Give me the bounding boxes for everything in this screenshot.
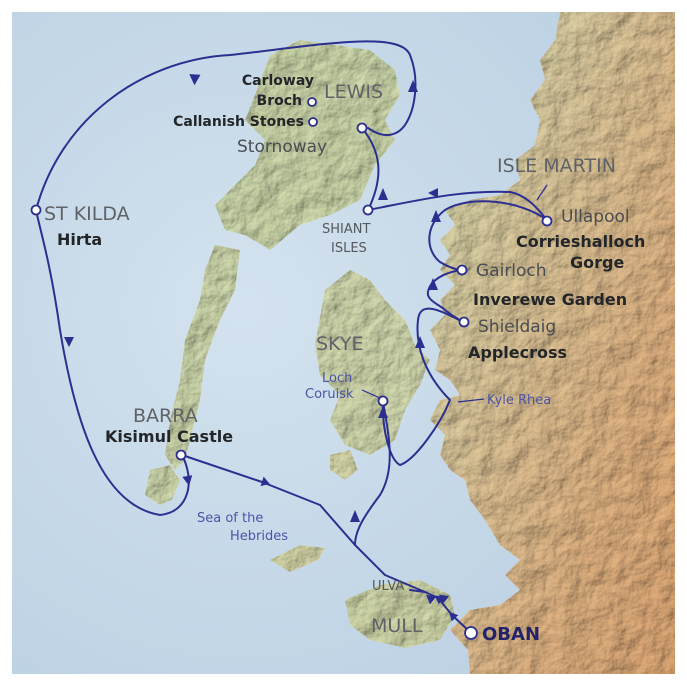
- gairloch-marker: [456, 264, 468, 276]
- loch-coruisk-marker: [377, 395, 389, 407]
- loch-coruisk-label-1: Loch: [322, 371, 352, 386]
- shieldaig-label: Shieldaig: [478, 317, 556, 337]
- route-ulva: [409, 589, 426, 593]
- arrow-hebrides: [260, 476, 270, 487]
- carloway-label-1: Carloway: [242, 73, 314, 89]
- skye-island: [315, 270, 430, 455]
- callanish-marker: [308, 117, 318, 127]
- route-stkilda-lewis: [35, 40, 417, 211]
- arrow-stkilda-south: [64, 337, 74, 347]
- mull-label: MULL: [371, 615, 423, 637]
- lewis-harris: [215, 40, 400, 250]
- ullapool-label: Ullapool: [561, 207, 630, 227]
- route-sea-hebrides: [181, 454, 426, 593]
- barra-island: [145, 465, 180, 505]
- arrow-ullapool-west: [428, 188, 438, 198]
- stornoway-label: Stornoway: [237, 137, 327, 157]
- skye-label: SKYE: [316, 333, 363, 355]
- coll-tiree: [270, 545, 325, 572]
- carloway-label-2: Broch: [257, 93, 302, 109]
- isle-martin-label: ISLE MARTIN: [497, 155, 616, 177]
- arrow-shiant-up: [378, 188, 388, 200]
- hirta-label: Hirta: [57, 230, 102, 249]
- applecross-label: Applecross: [468, 343, 567, 362]
- mainland: [430, 12, 675, 674]
- corrieshalloch-label-2: Gorge: [570, 253, 624, 272]
- barra-marker: [175, 449, 187, 461]
- oban-label: OBAN: [482, 624, 540, 645]
- arrow-lewis-up: [408, 80, 418, 92]
- small-isles: [330, 450, 358, 480]
- leader-lines: [361, 184, 548, 403]
- arrow-applecross-up: [415, 336, 425, 348]
- kyle-rhea-label: Kyle Rhea: [487, 393, 551, 408]
- arrow-north-1: [189, 74, 201, 86]
- gairloch-label: Gairloch: [476, 261, 547, 281]
- isle-martin-leader: [536, 184, 548, 201]
- ullapool-marker: [541, 215, 553, 227]
- oban-marker: [464, 626, 478, 640]
- shieldaig-marker: [458, 316, 470, 328]
- loch-coruisk-leader: [361, 389, 381, 399]
- arrow-shieldaig-up: [428, 278, 438, 290]
- port-markers: [30, 97, 553, 640]
- ulva-label: ULVA: [372, 579, 404, 594]
- st-kilda-label: ST KILDA: [44, 203, 130, 225]
- sea-hebrides-label-2: Hebrides: [230, 529, 288, 544]
- route-shiant-ullapool: [367, 190, 548, 221]
- kyle-rhea-leader: [457, 398, 485, 403]
- shiant-label-1: SHIANT: [322, 222, 370, 237]
- lewis-label: LEWIS: [324, 81, 383, 103]
- arrow-ulva-in: [426, 594, 437, 605]
- route-skye-south: [354, 401, 391, 546]
- sea-hebrides-label-1: Sea of the: [197, 511, 263, 526]
- arrow-barra-loop: [182, 475, 193, 486]
- map-labels: Carloway Broch Callanish Stones LEWIS St…: [44, 73, 645, 645]
- route-shieldaig-kylerhea: [381, 307, 464, 466]
- corrieshalloch-label-1: Corrieshalloch: [516, 232, 645, 251]
- kisimul-label: Kisimul Castle: [105, 427, 233, 446]
- arrow-ulva-out: [438, 594, 450, 605]
- arrow-gairloch-up: [431, 210, 441, 222]
- arrow-sea-up: [350, 510, 360, 522]
- st-kilda-marker: [30, 204, 42, 216]
- arrow-skye-up: [378, 406, 388, 418]
- callanish-label: Callanish Stones: [173, 114, 304, 130]
- barra-label: BARRA: [133, 405, 198, 427]
- route-ullapool-gairloch: [428, 200, 548, 271]
- shiant-label-2: ISLES: [331, 241, 367, 256]
- route-arrows: [64, 74, 450, 605]
- route-oban-ulva: [424, 591, 472, 634]
- carloway-marker: [307, 97, 317, 107]
- route-barra-stkilda: [35, 209, 190, 516]
- route-stornoway-shiant: [361, 127, 380, 211]
- stornoway-marker: [356, 122, 368, 134]
- shiant-marker: [362, 204, 374, 216]
- uist: [165, 245, 240, 470]
- cruise-route: [35, 40, 548, 634]
- loch-coruisk-label-2: Coruisk: [305, 387, 354, 402]
- inverewe-label: Inverewe Garden: [473, 290, 627, 309]
